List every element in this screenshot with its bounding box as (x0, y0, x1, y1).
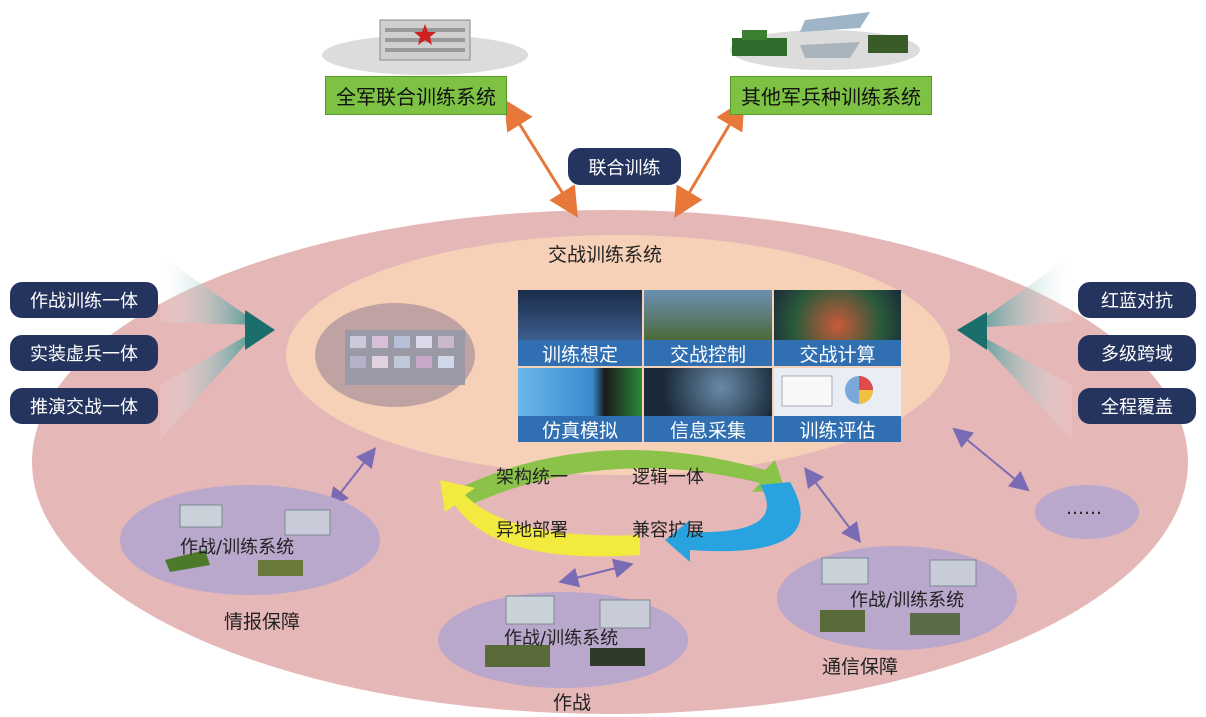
engagement-training-system-title: 交战训练系统 (548, 244, 663, 266)
pill-full-process-coverage: 全程覆盖 (1078, 388, 1196, 424)
tile-engagement-compute: 交战计算 (774, 290, 901, 366)
joint-arrow (504, 99, 578, 218)
tile-label: 仿真模拟 (518, 416, 642, 442)
cycle-green (445, 450, 785, 505)
right-funnel-top (970, 255, 1072, 328)
other-arms-training-system-label: 其他军兵种训练系统 (730, 76, 932, 115)
cycle-label-integrated-logic: 逻辑一体 (632, 467, 704, 488)
cycle-blue (665, 482, 801, 562)
tile-training-evaluation: 训练评估 (774, 368, 901, 442)
intel-assets-icon (165, 504, 331, 576)
cycle-label-compatible-extension: 兼容扩展 (632, 520, 704, 541)
combat-link (558, 558, 634, 588)
equipment-icon (732, 12, 908, 58)
tile-label: 训练评估 (774, 416, 901, 442)
cycle-label-remote-deployment: 异地部署 (496, 520, 568, 541)
comms-support-caption: 通信保障 (822, 656, 899, 678)
comms-subsystem-label: 作战/训练系统 (850, 590, 965, 611)
pill-wargame-engagement-integration: 推演交战一体 (10, 388, 158, 424)
right-funnel-bottom (970, 330, 1072, 440)
comms-assets-icon (820, 557, 977, 635)
tile-simulation: 仿真模拟 (518, 368, 642, 442)
other-arms-arrow (674, 99, 745, 218)
more-subsystems-ellipsis: …… (1066, 498, 1102, 519)
more-link (952, 427, 1030, 492)
comms-link (804, 467, 861, 543)
combat-assets-icon (485, 595, 651, 667)
tile-label: 训练想定 (518, 340, 642, 366)
pie-chart-icon (781, 375, 873, 407)
pill-real-virtual-integration: 实装虚兵一体 (10, 335, 158, 371)
tile-label: 交战计算 (774, 340, 901, 366)
intel-link (328, 447, 377, 508)
combat-subsystem-label: 作战/训练系统 (504, 628, 619, 649)
pill-multi-level-cross-domain: 多级跨域 (1078, 335, 1196, 371)
combat-caption: 作战 (553, 692, 592, 714)
cycle-label-unified-architecture: 架构统一 (496, 467, 568, 488)
command-building-icon (345, 330, 465, 385)
cycle-yellow (440, 480, 640, 557)
left-funnel-tip (245, 310, 275, 350)
tile-engagement-control: 交战控制 (644, 290, 772, 366)
intel-subsystem-label: 作战/训练系统 (180, 537, 295, 558)
tile-info-collection: 信息采集 (644, 368, 772, 442)
left-funnel-bottom (160, 328, 260, 440)
joint-training-system-label: 全军联合训练系统 (325, 76, 507, 115)
left-funnel-top (160, 255, 260, 325)
pill-red-blue-confrontation: 红蓝对抗 (1078, 282, 1196, 318)
more-ellipse (1035, 485, 1139, 539)
hq-building-icon (379, 19, 471, 61)
tile-label: 信息采集 (644, 416, 772, 442)
right-funnel-tip (957, 312, 987, 350)
tile-label: 交战控制 (644, 340, 772, 366)
intel-support-caption: 情报保障 (224, 611, 301, 633)
joint-training-pill: 联合训练 (568, 148, 681, 185)
tile-scenario: 训练想定 (518, 290, 642, 366)
pill-operation-training-integration: 作战训练一体 (10, 282, 158, 318)
